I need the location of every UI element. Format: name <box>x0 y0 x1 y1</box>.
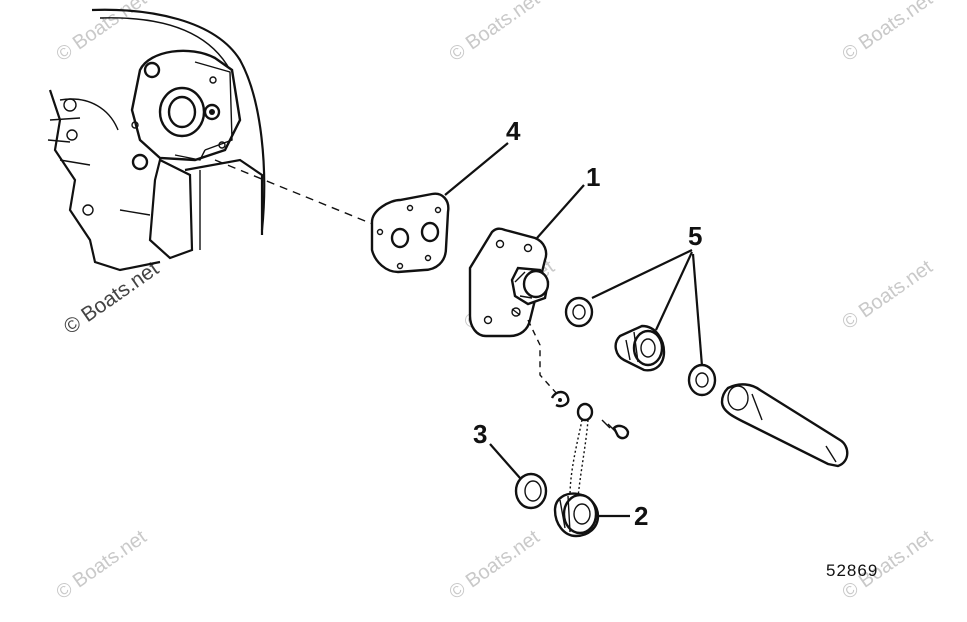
dashed-line-lower <box>527 319 559 396</box>
callout-4: 4 <box>506 116 521 146</box>
callout-1: 1 <box>586 162 600 192</box>
part-4-gasket <box>370 192 450 274</box>
part-5-washer-1 <box>564 296 594 328</box>
fuel-tube <box>720 383 849 468</box>
small-clip <box>550 390 570 408</box>
part-2-cap-and-chain <box>553 402 600 538</box>
part-1-cover-plate <box>468 227 550 338</box>
leader-lines <box>444 142 704 518</box>
watermark-bottom-center: © Boats.net <box>445 526 544 604</box>
watermark-bottom-left: © Boats.net <box>52 526 151 604</box>
leader-3 <box>489 443 521 479</box>
callout-3: 3 <box>473 419 487 449</box>
part-3-o-ring <box>514 472 548 510</box>
engine-housing <box>47 8 266 272</box>
watermark-top-center: © Boats.net <box>445 0 544 66</box>
leader-5b <box>655 251 693 331</box>
leader-4 <box>444 142 509 196</box>
small-screw <box>601 419 630 440</box>
leader-1 <box>536 184 585 239</box>
leader-5c <box>691 253 704 367</box>
leader-5a <box>591 249 693 299</box>
callout-5: 5 <box>688 221 702 251</box>
part-5-bushing <box>614 324 666 372</box>
alignment-dashed-line <box>214 159 376 226</box>
watermark-mid-right: © Boats.net <box>838 256 937 334</box>
callout-2: 2 <box>634 501 648 531</box>
watermark-mid-left: © Boats.net <box>60 257 163 339</box>
part-5-washer-2 <box>687 363 717 397</box>
drawing-number: 52869 <box>826 561 878 580</box>
watermark-top-right: © Boats.net <box>838 0 937 66</box>
